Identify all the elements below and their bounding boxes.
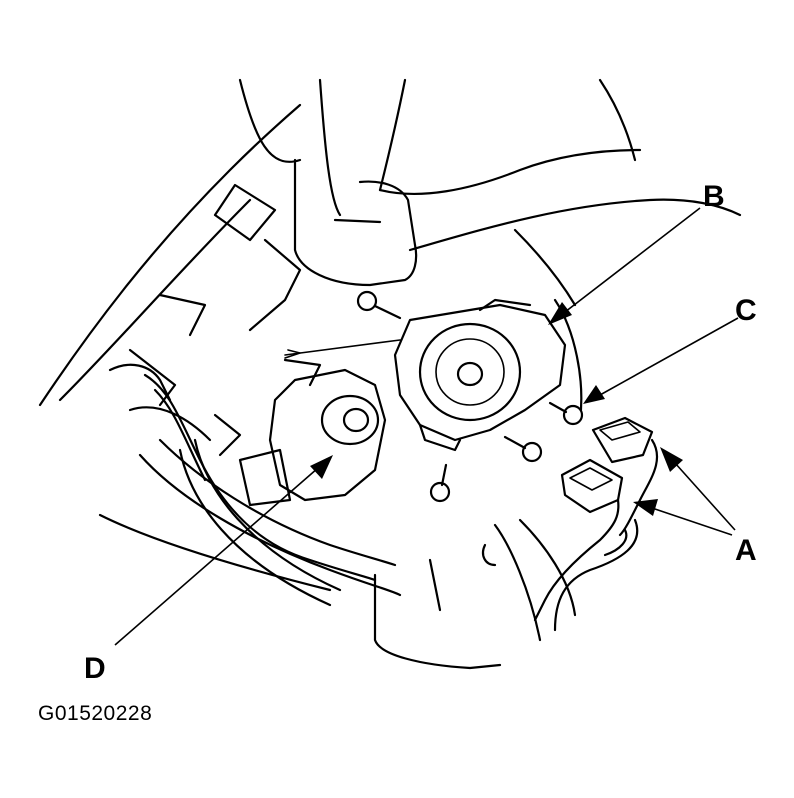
mounting-screws [356, 290, 584, 503]
leader-a-upper [660, 447, 736, 531]
callout-leaders [114, 207, 739, 646]
screw-lower-right [503, 435, 543, 463]
leader-c [583, 317, 739, 404]
leader-a-lower [633, 499, 733, 536]
screw-top [356, 290, 402, 320]
screw-lower [429, 463, 451, 503]
wiring-harness [143, 373, 377, 607]
leader-b [548, 207, 701, 325]
callout-label-c: C [735, 294, 757, 327]
figure-code: G01520228 [38, 702, 153, 725]
callout-label-a: A [735, 534, 757, 567]
key-cylinder-d [213, 339, 401, 507]
ignition-switch-assembly-b [393, 298, 567, 452]
connectors-a [533, 416, 658, 632]
screw-c [548, 401, 584, 426]
leader-d [114, 455, 333, 646]
callout-label-d: D [84, 652, 106, 685]
steering-column-housing [38, 78, 742, 670]
callout-label-b: B [703, 180, 725, 213]
